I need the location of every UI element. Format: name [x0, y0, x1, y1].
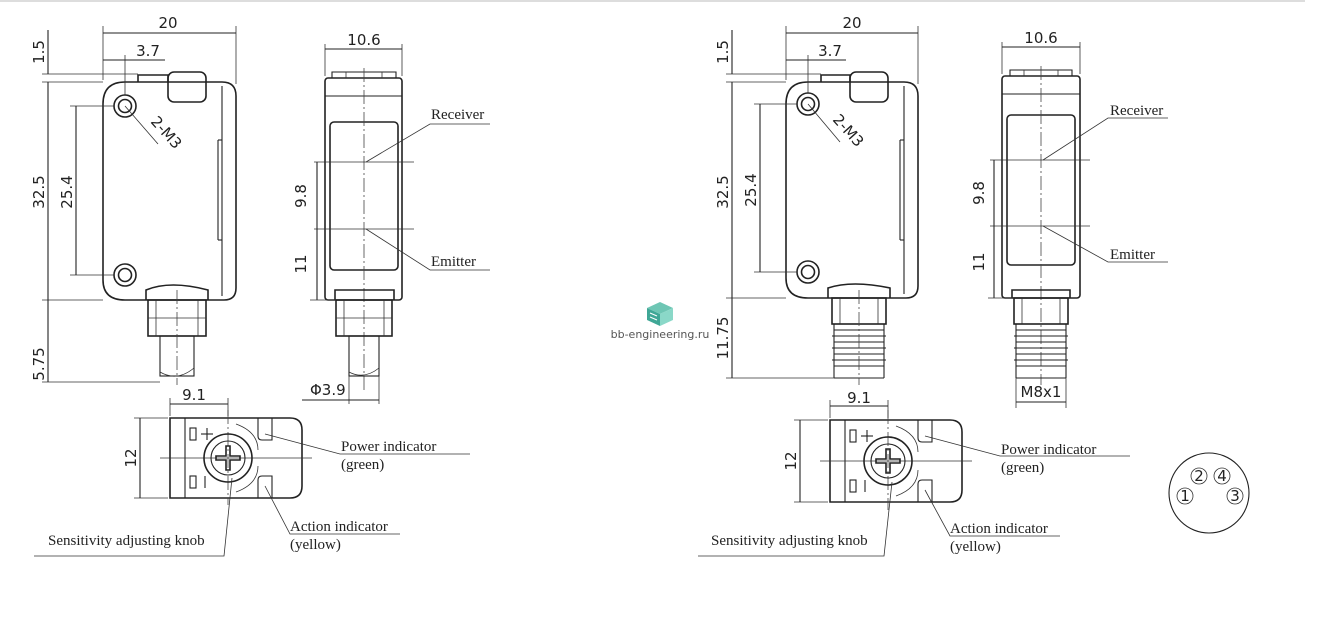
right-knob-label: Sensitivity adjusting knob: [711, 533, 868, 549]
left-action-indicator-label: Action indicator: [290, 519, 388, 535]
left-bottom-view: [34, 398, 470, 557]
left-top-offset-dim: 1.5: [30, 40, 48, 64]
watermark-logo-icon: [647, 302, 673, 326]
right-emitter-label: Emitter: [1110, 247, 1155, 263]
left-emitter-label: Emitter: [431, 254, 476, 270]
right-tx-offset-dim: 11: [970, 252, 988, 271]
right-power-indicator-label: Power indicator: [1001, 442, 1096, 458]
right-top-offset-dim: 1.5: [714, 40, 732, 64]
right-action-color-label: (yellow): [950, 539, 1001, 555]
left-knob-label: Sensitivity adjusting knob: [48, 533, 205, 549]
pin-2-label: 2: [1194, 467, 1204, 485]
left-hole-spacing-dim: 25.4: [58, 175, 76, 208]
pin-4-label: 4: [1217, 467, 1227, 485]
left-hole-offset-dim: 3.7: [136, 42, 160, 60]
right-height-dim: 32.5: [714, 175, 732, 208]
right-connector-len-dim: 11.75: [714, 317, 732, 360]
left-power-color-label: (green): [341, 457, 384, 473]
left-receiver-label: Receiver: [431, 107, 484, 123]
right-rx-spacing-dim: 9.8: [970, 181, 988, 205]
left-side-view: [302, 44, 490, 404]
left-cable-len-dim: 5.75: [30, 347, 48, 380]
pin-1-label: 1: [1180, 487, 1190, 505]
left-height-dim: 32.5: [30, 175, 48, 208]
left-cable-dia-dim: Φ3.9: [310, 381, 346, 399]
watermark-text: bb-engineering.ru: [611, 328, 710, 341]
right-connector-thread-dim: M8x1: [1021, 383, 1062, 401]
connector-pinout: [1168, 452, 1250, 534]
right-hole-spacing-dim: 25.4: [742, 173, 760, 206]
right-side-view: [988, 42, 1168, 408]
left-power-indicator-label: Power indicator: [341, 439, 436, 455]
right-front-view: [726, 26, 919, 385]
right-hole-offset-dim: 3.7: [818, 42, 842, 60]
left-rx-spacing-dim: 9.8: [292, 184, 310, 208]
right-receiver-label: Receiver: [1110, 103, 1163, 119]
left-front-width-dim: 20: [158, 14, 177, 32]
right-bottom-view: [698, 400, 1130, 557]
left-bottom-height-dim: 12: [122, 448, 140, 467]
left-bottom-width-dim: 9.1: [182, 386, 206, 404]
right-bottom-height-dim: 12: [782, 451, 800, 470]
right-bottom-width-dim: 9.1: [847, 389, 871, 407]
left-thread-dim: 2-M3: [147, 113, 185, 153]
left-side-width-dim: 10.6: [347, 31, 380, 49]
right-front-width-dim: 20: [842, 14, 861, 32]
pin-3-label: 3: [1230, 487, 1240, 505]
left-action-color-label: (yellow): [290, 537, 341, 553]
right-action-indicator-label: Action indicator: [950, 521, 1048, 537]
right-thread-dim: 2-M3: [829, 111, 867, 151]
left-tx-offset-dim: 11: [292, 254, 310, 273]
right-side-width-dim: 10.6: [1024, 29, 1057, 47]
right-power-color-label: (green): [1001, 460, 1044, 476]
left-front-view: [42, 26, 237, 385]
